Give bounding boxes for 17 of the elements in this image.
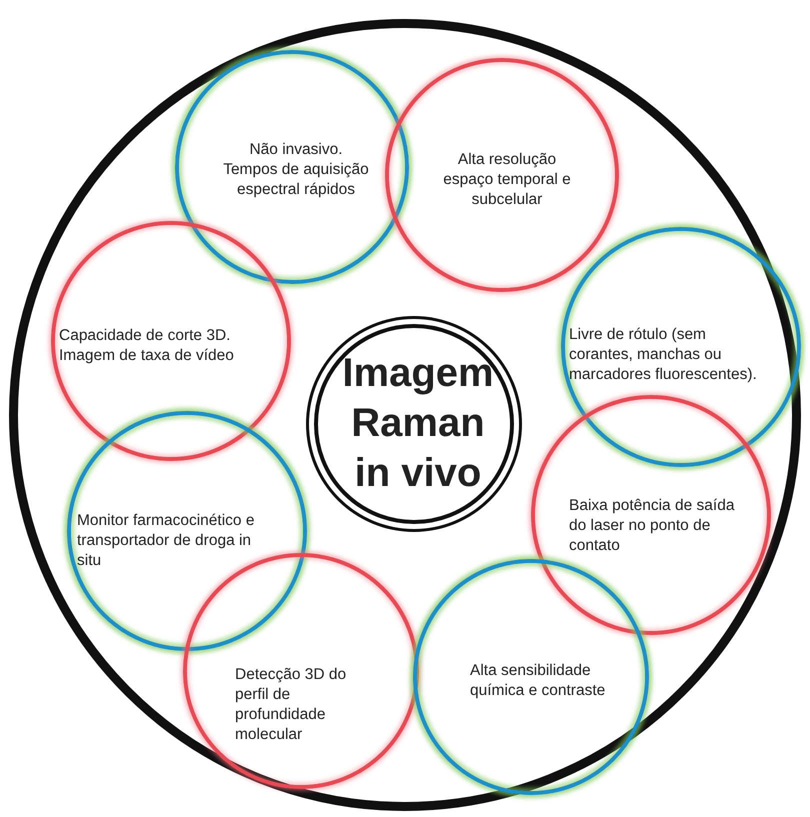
feature-text: Baixa potência de saída do laser no ponto de contato [569, 496, 736, 556]
feature-circle [183, 553, 419, 789]
feature-circle [67, 411, 307, 651]
feature-circle [175, 50, 409, 284]
feature-circle [561, 227, 801, 467]
feature-text: Monitor farmacocinético e transportador de droga in situ [77, 511, 255, 572]
feature-text: Alta sensibilidade química e contraste [470, 661, 606, 702]
feature-circle [51, 221, 291, 461]
feature-text: Livre de rótulo (sem corantes, manchas ou marcadores fluorescentes). [569, 325, 758, 386]
feature-text: Alta resolução espaço temporal e subcelular [442, 150, 572, 210]
feature-circle [531, 395, 771, 635]
feature-text: Capacidade de corte 3D. Imagem de taxa de vídeo [59, 326, 235, 366]
feature-circle [413, 559, 649, 795]
feature-text: Não invasivo. Tempos de aquisição espectral rápidos [222, 140, 370, 200]
feature-text: Detecção 3D do perfil de profundidade molecular [235, 665, 348, 746]
title-text: Imagem Raman in vivo [341, 350, 495, 497]
feature-circle [385, 58, 619, 292]
